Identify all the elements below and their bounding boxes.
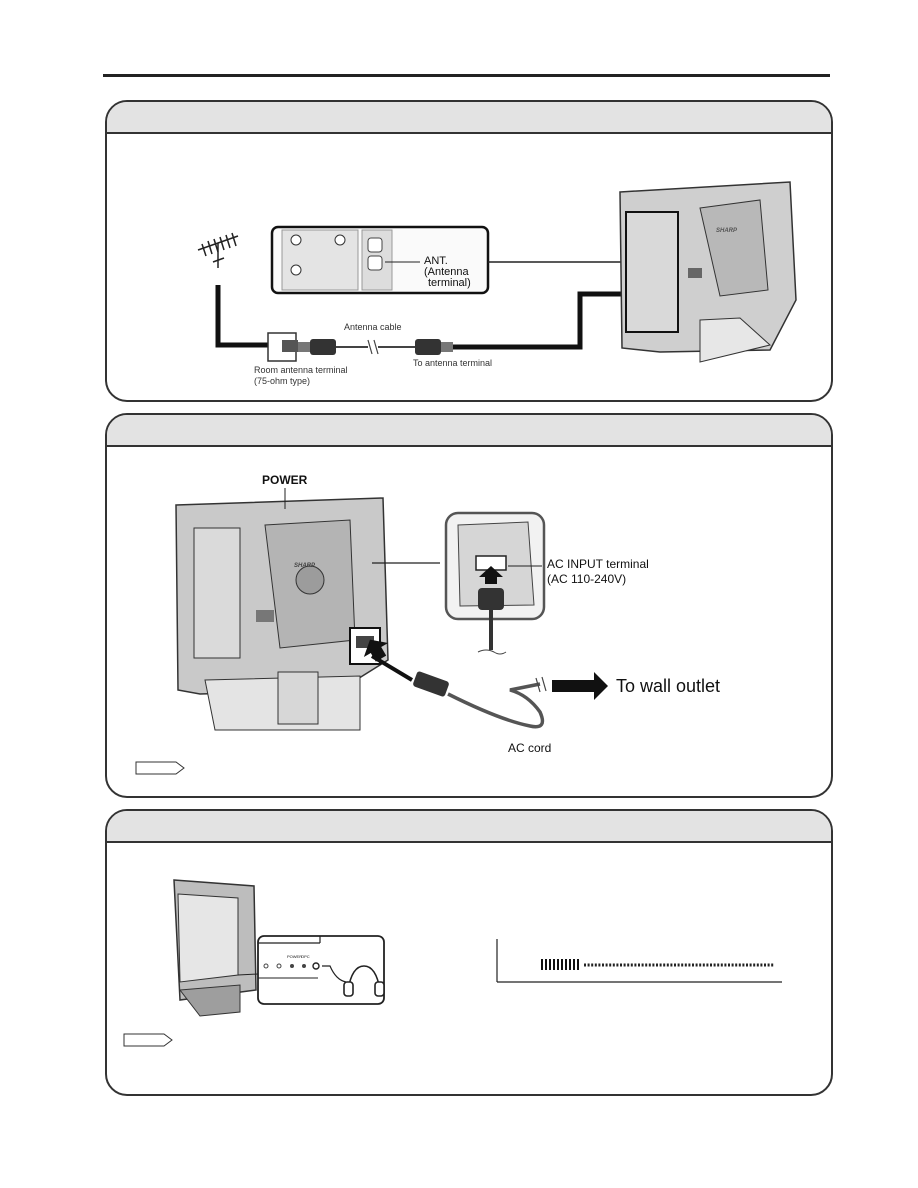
ac-input-terminal-label: AC INPUT terminal (AC 110-240V)	[547, 557, 649, 586]
header-rule	[103, 74, 830, 77]
to-antenna-terminal-label: To antenna terminal	[413, 358, 493, 368]
antenna-cable-label: Antenna cable	[344, 322, 402, 332]
to-wall-outlet-label: To wall outlet	[616, 676, 721, 696]
panel-heading-bar	[107, 811, 831, 843]
brand-logo: SHARP	[294, 563, 316, 569]
antenna-connection-panel	[105, 100, 833, 402]
panel-heading-bar	[107, 415, 831, 447]
room-antenna-terminal-label: Room antenna terminal (75-ohm type)	[254, 365, 348, 386]
power-connection-panel	[105, 413, 833, 798]
panel-heading-bar	[107, 102, 831, 134]
headphone-volume-panel	[105, 809, 833, 1096]
inset-power-label: POWER	[287, 954, 303, 959]
power-label: POWER	[262, 473, 308, 487]
inset-opc-label: OPC	[301, 954, 310, 959]
brand-logo: SHARP	[716, 228, 738, 234]
ac-cord-label: AC cord	[508, 741, 552, 755]
ant-terminal-label: ANT. (Antenna terminal)	[424, 255, 471, 289]
